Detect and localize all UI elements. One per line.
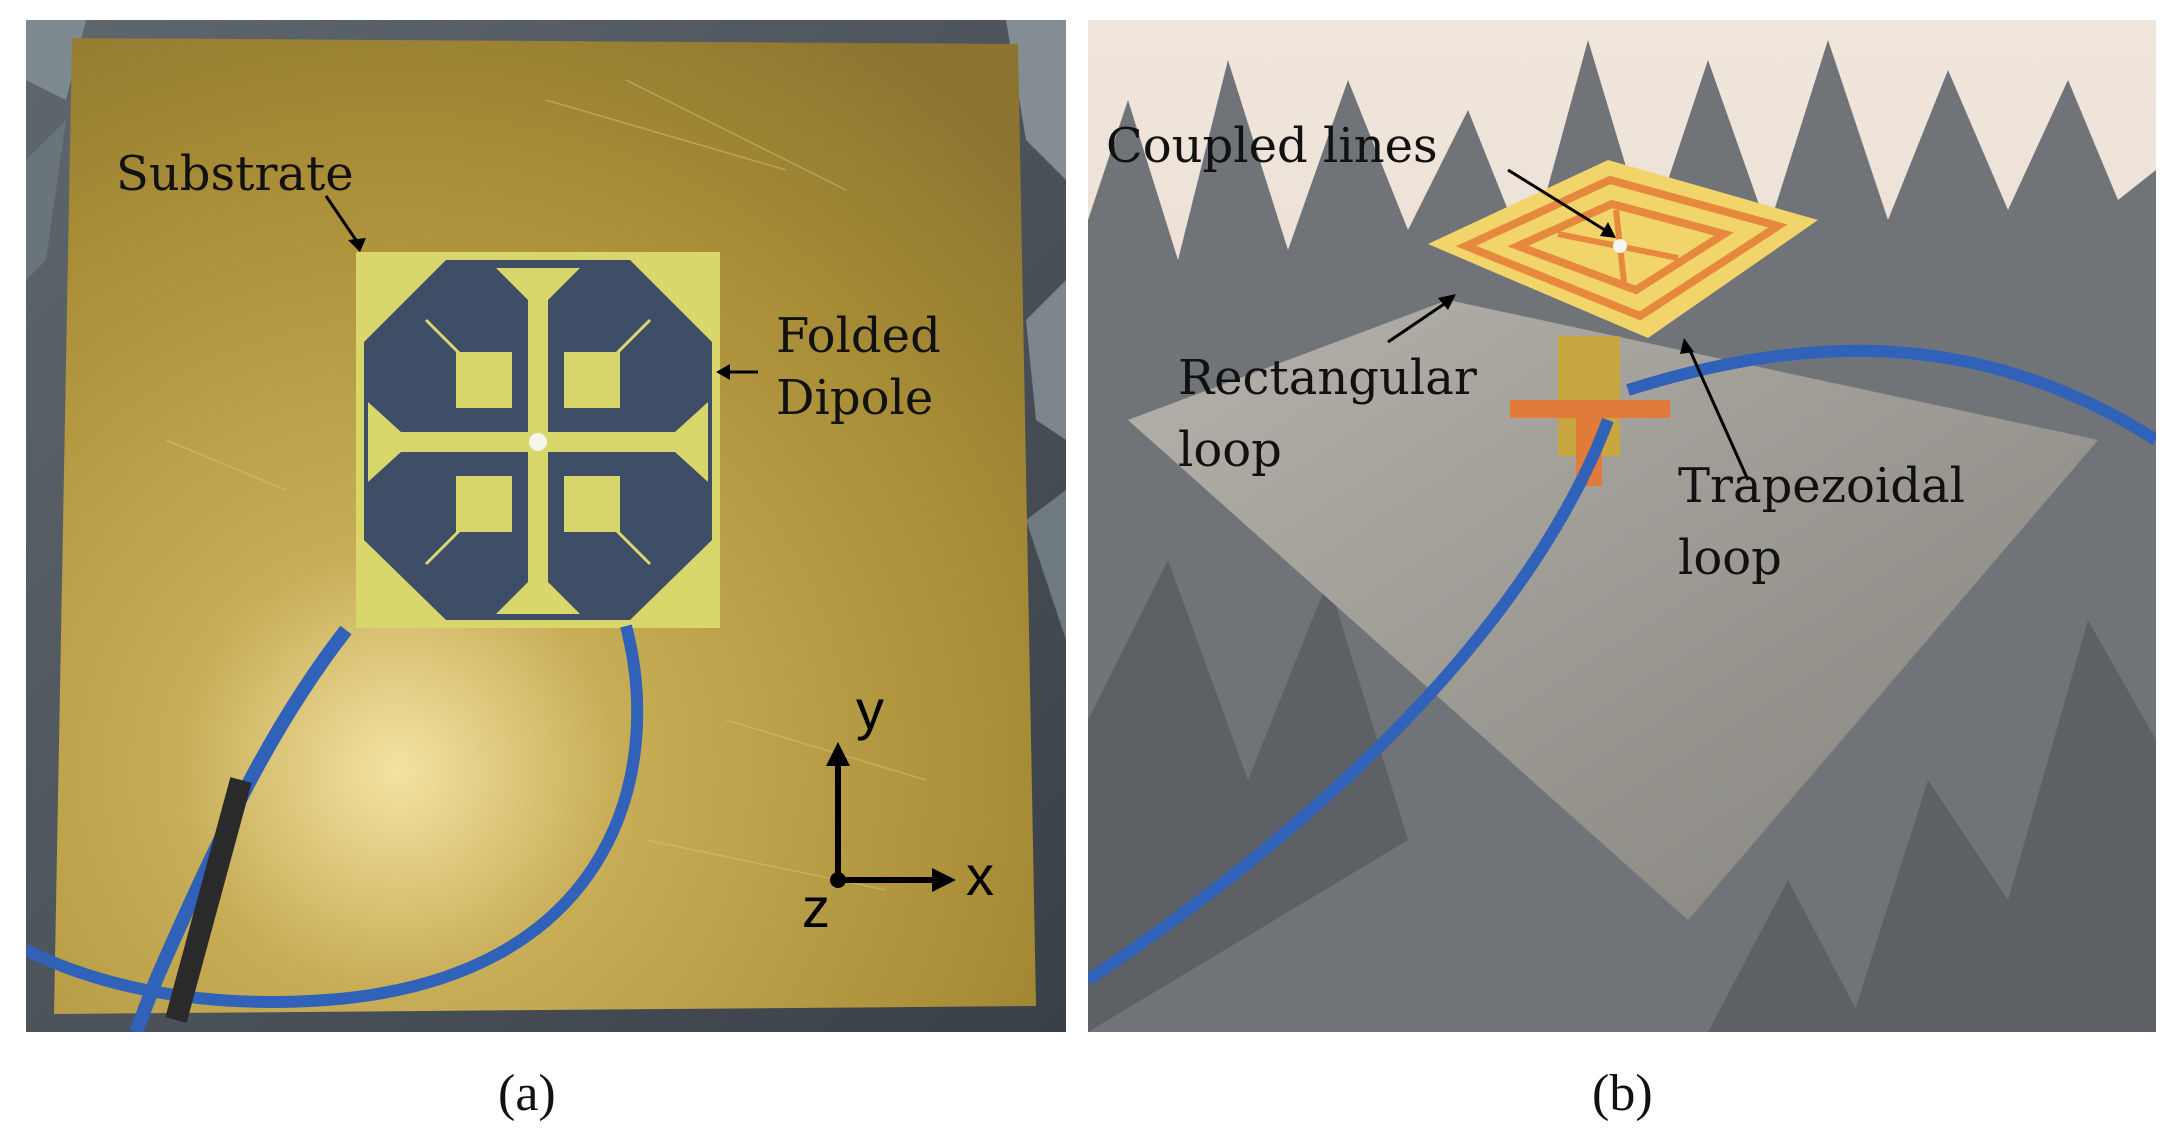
folded-dipole-label-line1: Folded [776,308,941,364]
coupled-lines-arrow [1507,168,1609,234]
caption-a: (a) [498,1065,556,1122]
axis-y-label: y [856,678,884,741]
dipole-arrowhead [716,364,730,380]
rectangular-loop-arrowhead [1438,294,1456,310]
substrate-arrowhead [348,238,366,252]
caption-b: (b) [1592,1065,1653,1122]
diagonal-traces [424,318,652,566]
plate-scratches [165,79,927,891]
pcb-feed-point [1613,239,1627,253]
coax-cable-loop [26,624,644,1008]
cable-connector [165,777,252,1023]
trapezoidal-loop-label-line2: loop [1678,530,1782,586]
axis-z-label: z [802,876,830,939]
axis-x-label: x [966,844,994,907]
coax-cable [1088,417,1614,985]
panel-b-photo [1088,20,2156,1032]
photo-panel-b: Coupled lines Rectangular loop Trapezoid… [1088,20,2156,1032]
panel-a-photo [26,20,1066,1032]
absorber-cone [1026,490,1066,640]
ground-plate [1128,300,2098,920]
feed-strip [1510,400,1670,418]
coordinate-axes [826,742,956,892]
absorber-cone [1006,20,1066,180]
rectangular-loop-label-line1: Rectangular [1178,350,1477,406]
coax-cable-right [1626,344,2156,446]
feed-point [529,433,547,451]
absorber-cone [26,120,66,280]
folded-dipole-label-line2: Dipole [776,370,934,426]
rectangular-loop-label-line2: loop [1178,422,1282,478]
coupled-lines-arrowhead [1600,222,1616,238]
absorber-cone [26,20,86,100]
trapezoidal-loop-arrow [1686,345,1750,481]
substrate-label: Substrate [116,146,354,202]
coupled-lines-label: Coupled lines [1106,118,1438,174]
absorber-cones-front [1088,560,2156,1032]
trapezoidal-loop-arrowhead [1680,338,1694,354]
substrate-arrow [324,195,362,247]
absorber-cone [1026,280,1066,440]
trapezoidal-loop-label-line1: Trapezoidal [1678,458,1965,514]
rectangular-loop-arrow [1387,298,1451,344]
photo-panel-a: Substrate Folded Dipole y x z [26,20,1066,1032]
